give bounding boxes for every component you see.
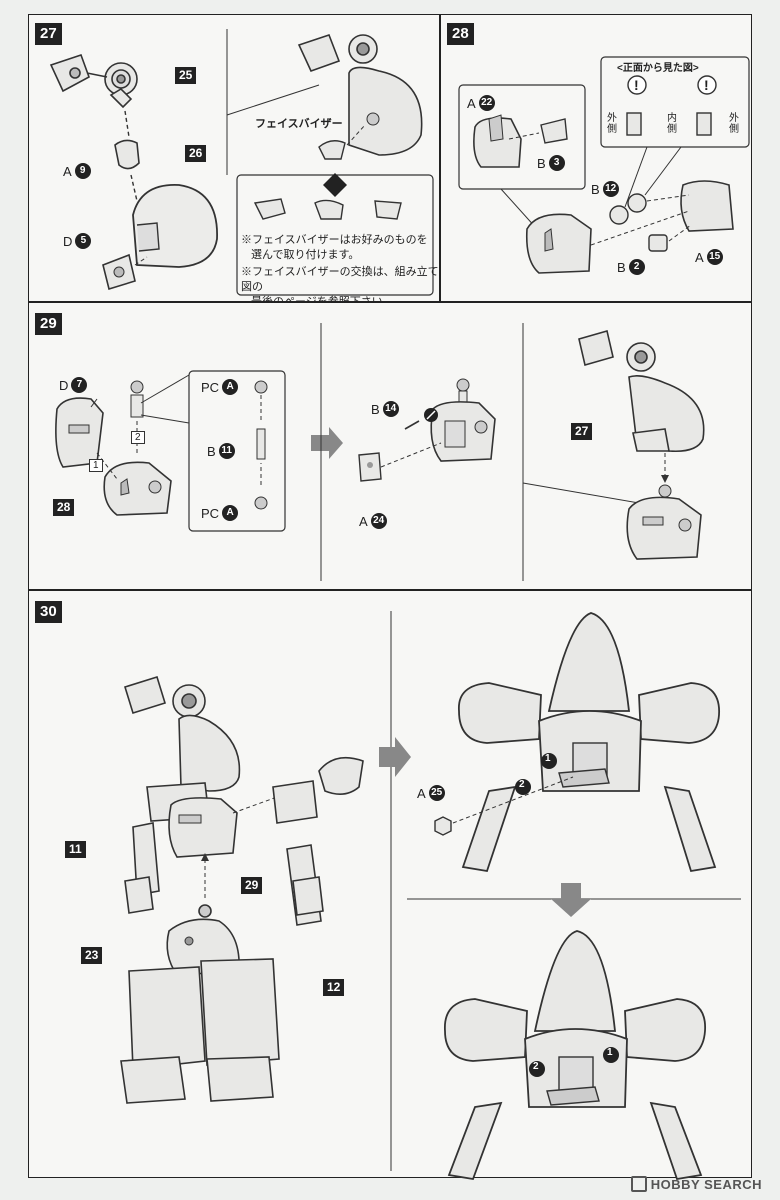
- part-number: 14: [382, 401, 399, 417]
- part-number: A: [222, 379, 239, 395]
- runner-b: B: [591, 181, 600, 197]
- step-number: 30: [35, 601, 62, 623]
- order-1-top: 1: [545, 753, 551, 764]
- part-11-tag: 11: [65, 841, 86, 858]
- face-visor-label: フェイスバイザー: [255, 118, 343, 130]
- part-number: 25: [428, 785, 445, 801]
- step-27-panel: 27: [28, 14, 440, 308]
- outer-label-right: 外側: [729, 113, 739, 135]
- runner-b: B: [537, 155, 546, 171]
- part-number: 11: [218, 443, 235, 459]
- part-number: 7: [71, 377, 88, 393]
- runner-a: A: [695, 249, 704, 265]
- runner-d: D: [63, 233, 73, 249]
- order-2: 2: [131, 431, 145, 444]
- runner-pc: PC: [201, 379, 220, 395]
- step-30-illustration: [120, 611, 741, 1181]
- step-29-panel: 29: [28, 302, 752, 590]
- step-number: 29: [35, 313, 62, 335]
- visor-note-1: ※フェイスバイザーはお好みのものを 選んで取り付けます。: [241, 233, 428, 263]
- watermark-text: HOBBY SEARCH: [650, 1176, 762, 1192]
- runner-a: A: [467, 95, 476, 111]
- part-23-tag: 23: [81, 947, 103, 964]
- order-2-bottom: 2: [533, 1061, 539, 1072]
- runner-b: B: [371, 401, 380, 417]
- step-28-panel: 28 <: [440, 14, 752, 302]
- watermark: HOBBY SEARCH: [630, 1176, 762, 1192]
- runner-a: A: [359, 513, 368, 529]
- part-number: 22: [478, 95, 495, 111]
- step-27-illustration: [49, 29, 434, 296]
- part-27-tag: 27: [571, 423, 593, 440]
- part-number: A: [222, 505, 239, 521]
- part-number: 3: [548, 155, 565, 171]
- excl-left: !: [634, 77, 639, 93]
- step-number: 28: [447, 23, 474, 45]
- runner-b: B: [207, 443, 216, 459]
- runner-a: A: [63, 163, 72, 179]
- step-number: 27: [35, 23, 62, 45]
- part-number: 24: [370, 513, 387, 529]
- part-number: 2: [628, 259, 645, 275]
- order-1: 1: [89, 459, 103, 472]
- outer-label-left: 外側: [607, 113, 617, 135]
- watermark-logo-icon: [630, 1176, 647, 1192]
- runner-pc: PC: [201, 505, 220, 521]
- order-2-top: 2: [519, 779, 525, 790]
- step-29-illustration: [55, 323, 705, 581]
- note-line: ※フェイスバイザーの交換は、組み立て図の: [241, 266, 439, 293]
- runner-d: D: [59, 377, 69, 393]
- excl-right: !: [704, 77, 709, 93]
- part-29-tag: 29: [241, 877, 263, 894]
- part-number: 15: [706, 249, 723, 265]
- part-26-tag: 26: [185, 145, 207, 162]
- part-25-tag: 25: [175, 67, 197, 84]
- part-number: 5: [75, 233, 92, 249]
- note-line: 選んで取り付けます。: [251, 249, 360, 261]
- inner-label: 内側: [667, 113, 677, 135]
- runner-b: B: [617, 259, 626, 275]
- front-view-caption: <正面から見た図>: [617, 63, 699, 74]
- part-12-tag: 12: [323, 979, 345, 996]
- part-number: 12: [602, 181, 619, 197]
- part-number: 9: [74, 163, 91, 179]
- step-30-panel: 30: [28, 590, 752, 1181]
- order-1-bottom: 1: [607, 1047, 613, 1058]
- note-line: ※フェイスバイザーはお好みのものを: [241, 234, 428, 246]
- part-28-tag: 28: [53, 499, 75, 516]
- runner-a: A: [417, 785, 426, 801]
